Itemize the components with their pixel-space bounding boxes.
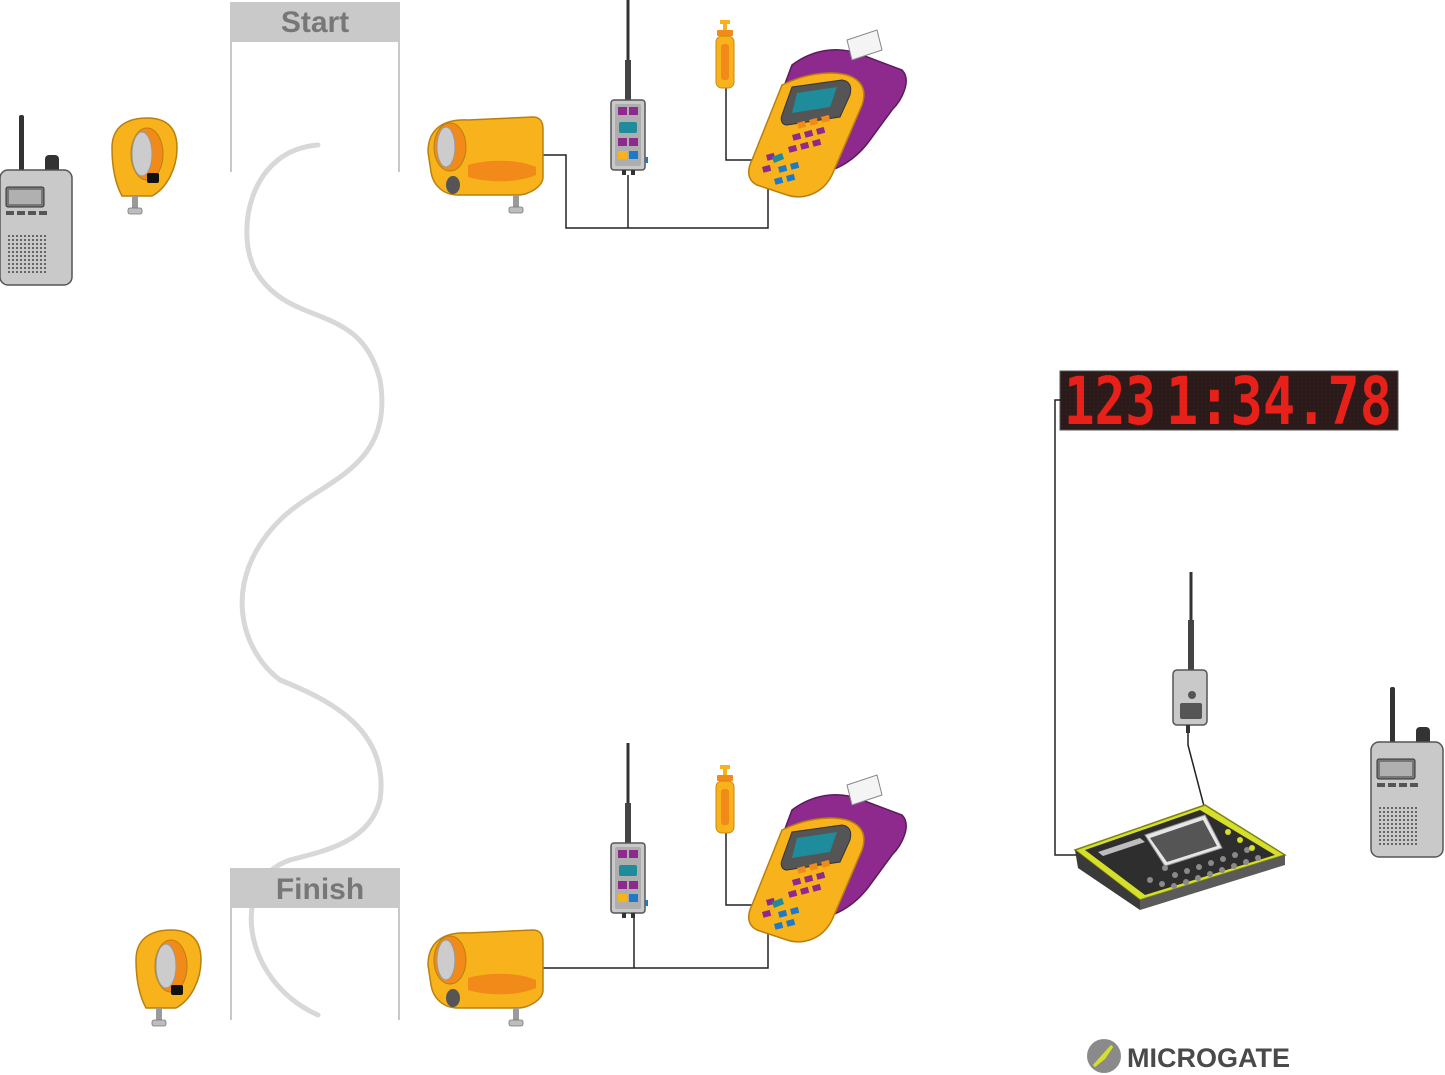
- start-reflector-icon: [111, 117, 178, 215]
- course-path: [239, 142, 385, 1018]
- finish-radio-transmitter-icon: [609, 741, 650, 920]
- timing-console-icon: [1073, 804, 1287, 910]
- finish-reflector-icon: [135, 929, 202, 1027]
- start-push-button-icon: [715, 19, 735, 89]
- scoreboard-bib: 123: [1064, 363, 1156, 440]
- finish-walkie-talkie-icon: [1370, 686, 1444, 858]
- console-connections: [1054, 399, 1206, 856]
- start-radio-transmitter-icon: [609, 0, 650, 177]
- finish-connections: [543, 830, 769, 969]
- microgate-logo: MICROGATE: [1087, 1039, 1290, 1073]
- start-handheld-timer-icon: [747, 29, 907, 198]
- brand-name: MICROGATE: [1127, 1043, 1290, 1073]
- start-walkie-talkie-icon: [0, 114, 73, 286]
- receiver-radio-icon: [1172, 572, 1208, 733]
- scoreboard-time: 1:34.78: [1166, 363, 1392, 440]
- finish-handheld-timer-icon: [747, 774, 907, 943]
- finish-push-button-icon: [715, 764, 735, 834]
- start-gate: Start: [230, 2, 400, 172]
- scoreboard: 123 1:34.78: [1059, 363, 1399, 440]
- start-label: Start: [281, 6, 349, 39]
- start-connections: [543, 85, 769, 229]
- finish-photocell-icon: [427, 929, 544, 1027]
- finish-label: Finish: [276, 873, 364, 906]
- finish-gate: Finish: [230, 868, 400, 1020]
- start-photocell-icon: [427, 116, 544, 214]
